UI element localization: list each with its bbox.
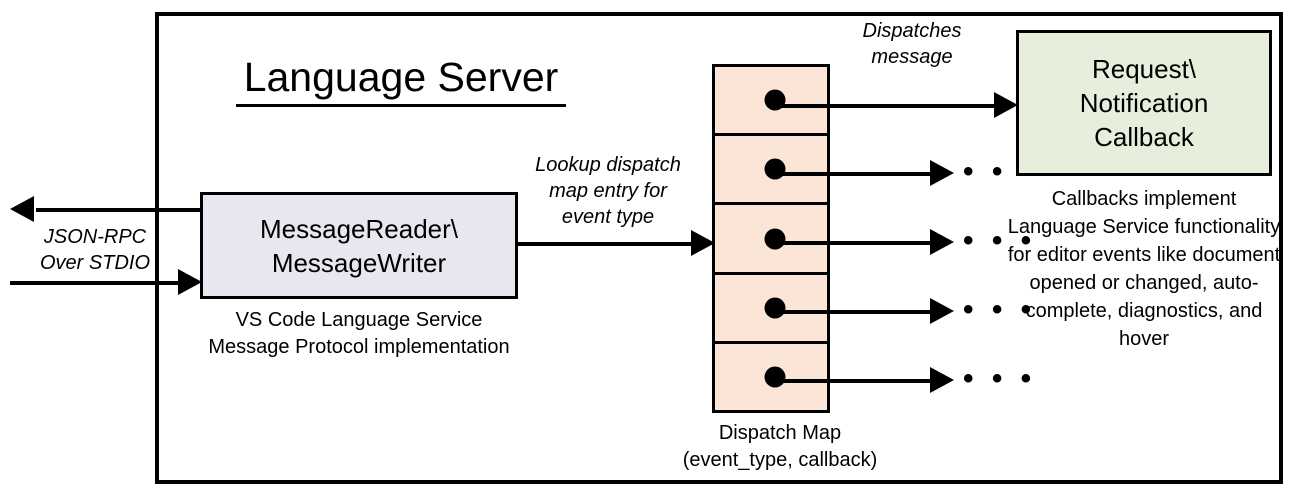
dispatch-row3-arrowhead xyxy=(930,229,954,255)
dispatch-row5-arrowhead xyxy=(930,367,954,393)
stdio-in-line xyxy=(10,281,182,285)
lookup-arrowhead xyxy=(691,230,715,256)
stdio-out-line xyxy=(36,208,202,212)
request-notification-callback-box[interactable]: Request\ Notification Callback xyxy=(1016,30,1272,176)
dispatch-row5-ellipsis: • • • xyxy=(963,362,1037,395)
message-reader-writer-label: MessageReader\ MessageWriter xyxy=(260,213,458,278)
dispatch-row4-line xyxy=(776,310,934,314)
page-title: Language Server xyxy=(236,52,566,107)
dispatch-map[interactable] xyxy=(712,64,830,413)
dispatch-entry-dot-icon xyxy=(764,366,786,388)
dispatch-row1-line xyxy=(776,104,998,108)
message-reader-writer-caption: VS Code Language Service Message Protoco… xyxy=(208,309,510,358)
edge-label-dispatches: Dispatches message xyxy=(862,20,962,68)
lookup-line xyxy=(517,242,695,246)
dispatch-map-cell[interactable] xyxy=(715,344,827,410)
dispatch-map-caption: Dispatch Map (event_type, callback) xyxy=(682,422,878,471)
dispatch-row3-line xyxy=(776,241,934,245)
dispatch-map-cell[interactable] xyxy=(715,67,827,137)
dispatch-row5-line xyxy=(776,379,934,383)
language-server-container xyxy=(155,12,1283,484)
dispatch-row2-line xyxy=(776,172,934,176)
dispatch-entry-dot-icon xyxy=(764,228,786,249)
stdio-in-arrowhead xyxy=(178,269,202,295)
edge-label-json-rpc: JSON-RPC Over STDIO xyxy=(39,226,150,274)
dispatch-row4-arrowhead xyxy=(930,298,954,324)
dispatch-map-cell[interactable] xyxy=(715,136,827,206)
message-reader-writer-box[interactable]: MessageReader\ MessageWriter xyxy=(200,192,518,299)
dispatch-row2-arrowhead xyxy=(930,160,954,186)
dispatch-map-cell[interactable] xyxy=(715,205,827,275)
edge-label-lookup: Lookup dispatch map entry for event type xyxy=(535,154,681,228)
dispatch-entry-dot-icon xyxy=(764,158,786,180)
callback-caption: Callbacks implement Language Service fun… xyxy=(1007,188,1281,350)
dispatch-entry-dot-icon xyxy=(764,297,786,319)
stdio-out-arrowhead xyxy=(10,196,34,222)
dispatch-row1-arrowhead xyxy=(994,92,1018,118)
request-notification-callback-label: Request\ Notification Callback xyxy=(1079,54,1209,152)
